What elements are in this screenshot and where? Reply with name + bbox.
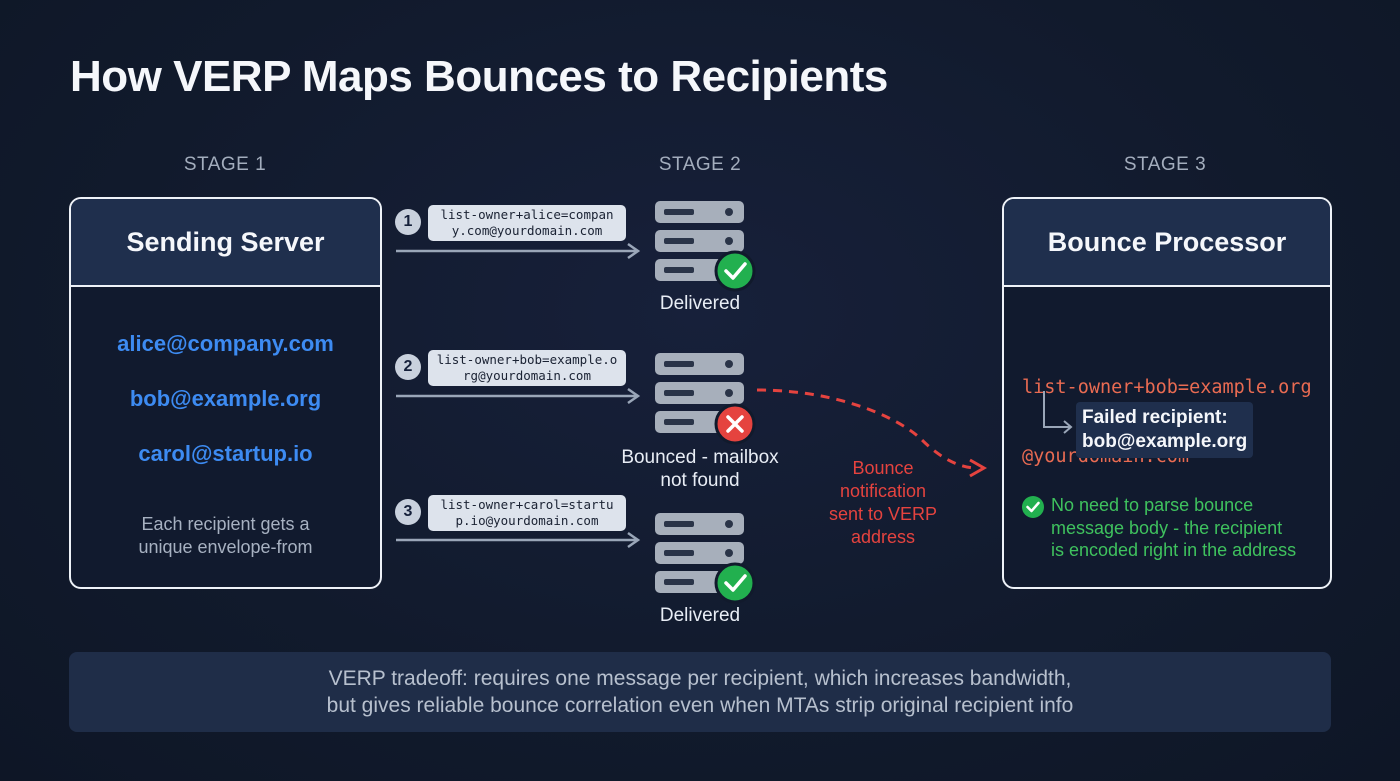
check-circle-icon xyxy=(1022,496,1044,518)
sending-server-box: Sending Server alice@company.com bob@exa… xyxy=(69,197,382,589)
sending-server-note: Each recipient gets a unique envelope-fr… xyxy=(138,514,313,557)
stage-2-label: STAGE 2 xyxy=(658,154,742,175)
corner-down-right-arrow-icon xyxy=(1043,391,1073,434)
x-circle-icon xyxy=(714,403,756,445)
envelope-from-carol: list-owner+carol=startup.io@yourdomain.c… xyxy=(428,495,626,531)
page-title: How VERP Maps Bounces to Recipients xyxy=(70,52,888,101)
status-delivered-3: Delivered xyxy=(659,605,741,626)
send-arrow-3 xyxy=(396,531,641,549)
recipient-bob: bob@example.org xyxy=(129,386,322,411)
check-circle-icon xyxy=(714,562,756,604)
recipient-carol: carol@startup.io xyxy=(138,441,313,466)
stage-1-label: STAGE 1 xyxy=(183,154,267,175)
tradeoff-footer: VERP tradeoff: requires one message per … xyxy=(69,652,1331,732)
step-1-badge: 1 xyxy=(395,209,421,235)
envelope-from-alice: list-owner+alice=company.com@yourdomain.… xyxy=(428,205,626,241)
failed-recipient-card: Failed recipient: bob@example.org xyxy=(1076,402,1254,458)
send-arrow-2 xyxy=(396,387,641,405)
stage-3-label: STAGE 3 xyxy=(1123,154,1207,175)
status-bounced: Bounced - mailbox not found xyxy=(621,447,779,491)
status-delivered-1: Delivered xyxy=(659,293,741,314)
bounce-processor-box: Bounce Processor list-owner+bob=example.… xyxy=(1002,197,1332,589)
bounce-notification-label: Bounce notification sent to VERP address xyxy=(828,458,938,547)
step-3-badge: 3 xyxy=(395,499,421,525)
send-arrow-1 xyxy=(396,242,641,260)
no-parse-note: No need to parse bounce message body - t… xyxy=(1051,495,1297,560)
bounce-processor-title: Bounce Processor xyxy=(1004,199,1330,287)
bounce-arrow xyxy=(756,388,988,478)
check-circle-icon xyxy=(714,250,756,292)
recipient-alice: alice@company.com xyxy=(117,331,334,356)
sending-server-title: Sending Server xyxy=(71,199,380,287)
step-2-badge: 2 xyxy=(395,354,421,380)
envelope-from-bob: list-owner+bob=example.org@yourdomain.co… xyxy=(428,350,626,386)
